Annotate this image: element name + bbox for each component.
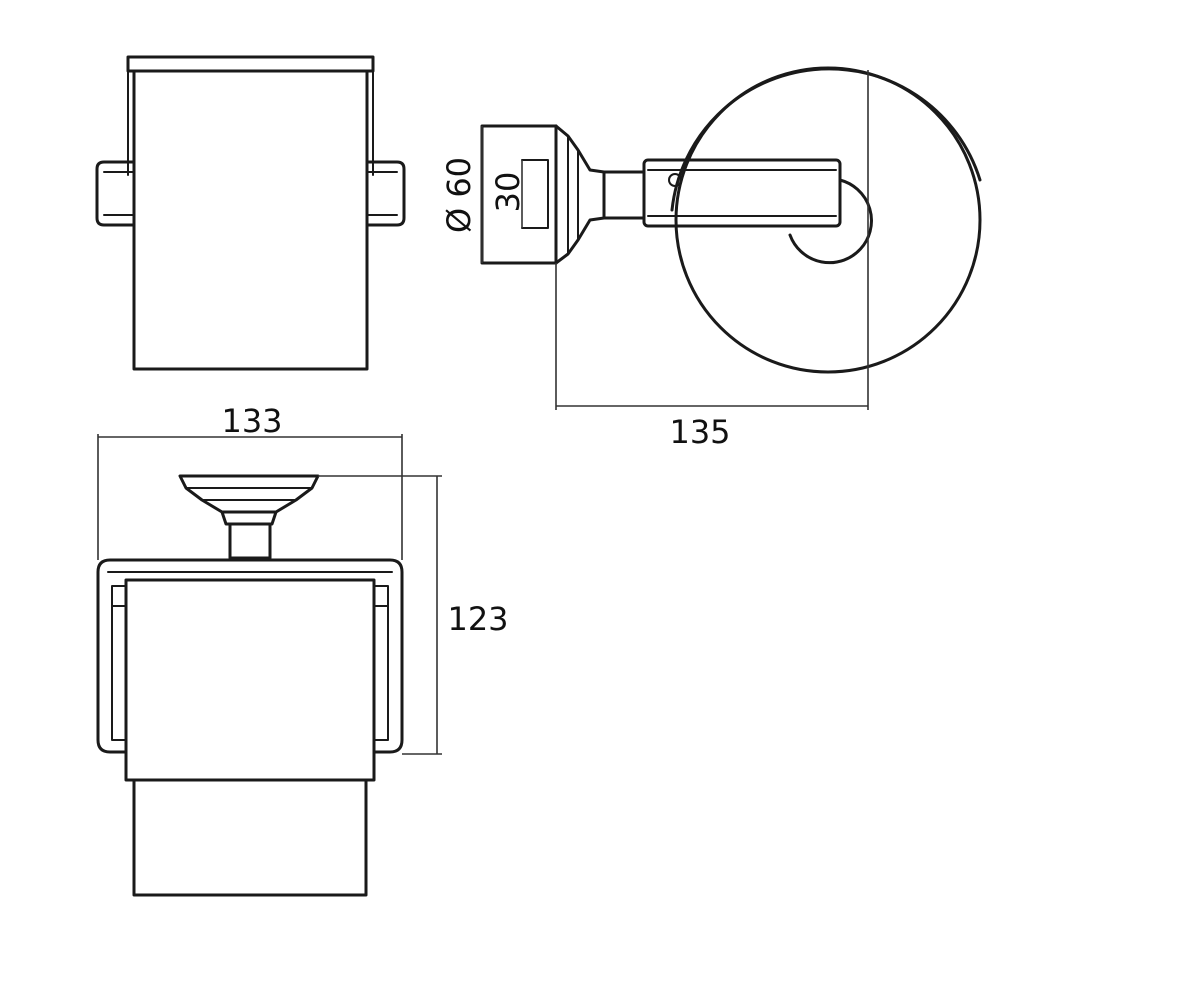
- dim-width-label: 133: [221, 402, 282, 440]
- bottom-view-rosette: [178, 474, 320, 514]
- bottom-view-stem: [228, 522, 272, 560]
- front-view-right-bracket: [365, 160, 406, 227]
- dim-height-label: 123: [447, 600, 508, 638]
- side-view-cover-arc: [670, 67, 982, 212]
- dim-inner-diameter: 30: [489, 160, 527, 228]
- bottom-view-collar: [220, 510, 278, 526]
- side-view-roll-outer: [674, 66, 982, 374]
- bottom-view-outer-frame: [96, 558, 404, 754]
- front-view-left-bracket-detail: [103, 171, 135, 216]
- bottom-view-left-pin: [111, 585, 127, 607]
- side-view-stem: [602, 170, 646, 220]
- dim-height: 123: [318, 475, 509, 755]
- front-view: [95, 55, 406, 371]
- dim-inner-diameter-label: 30: [489, 172, 527, 213]
- side-view-arm-detail: [647, 169, 837, 217]
- side-view: [480, 66, 982, 374]
- bottom-view-roll: [132, 778, 368, 897]
- bottom-view: [96, 474, 404, 897]
- dim-flange-diameter: Ø 60: [440, 126, 483, 263]
- bottom-view-cover: [124, 578, 376, 782]
- dim-depth-label: 135: [669, 413, 730, 451]
- front-view-side-guides: [127, 70, 374, 176]
- side-view-roll-core: [788, 178, 873, 265]
- side-view-inner-bore: [521, 159, 549, 229]
- bottom-view-rosette-steps: [185, 487, 313, 501]
- dim-width-extension-lines: [97, 434, 403, 560]
- dim-width: 133: [97, 402, 403, 560]
- front-view-roll-body: [132, 69, 369, 371]
- front-view-left-bracket: [95, 160, 136, 227]
- side-view-arm: [642, 158, 842, 228]
- front-view-cover-lid: [126, 55, 375, 73]
- dim-height-extension-lines: [318, 475, 442, 755]
- bottom-view-right-pin: [373, 585, 389, 607]
- front-view-right-bracket-detail: [366, 171, 398, 216]
- side-view-flange-profile: [554, 124, 606, 265]
- dim-depth-extension-lines: [555, 70, 869, 410]
- side-view-flange-steps: [567, 135, 579, 255]
- dim-flange-diameter-label: Ø 60: [440, 157, 478, 233]
- dim-depth: 135: [555, 70, 869, 451]
- bottom-view-side-rods: [111, 593, 389, 741]
